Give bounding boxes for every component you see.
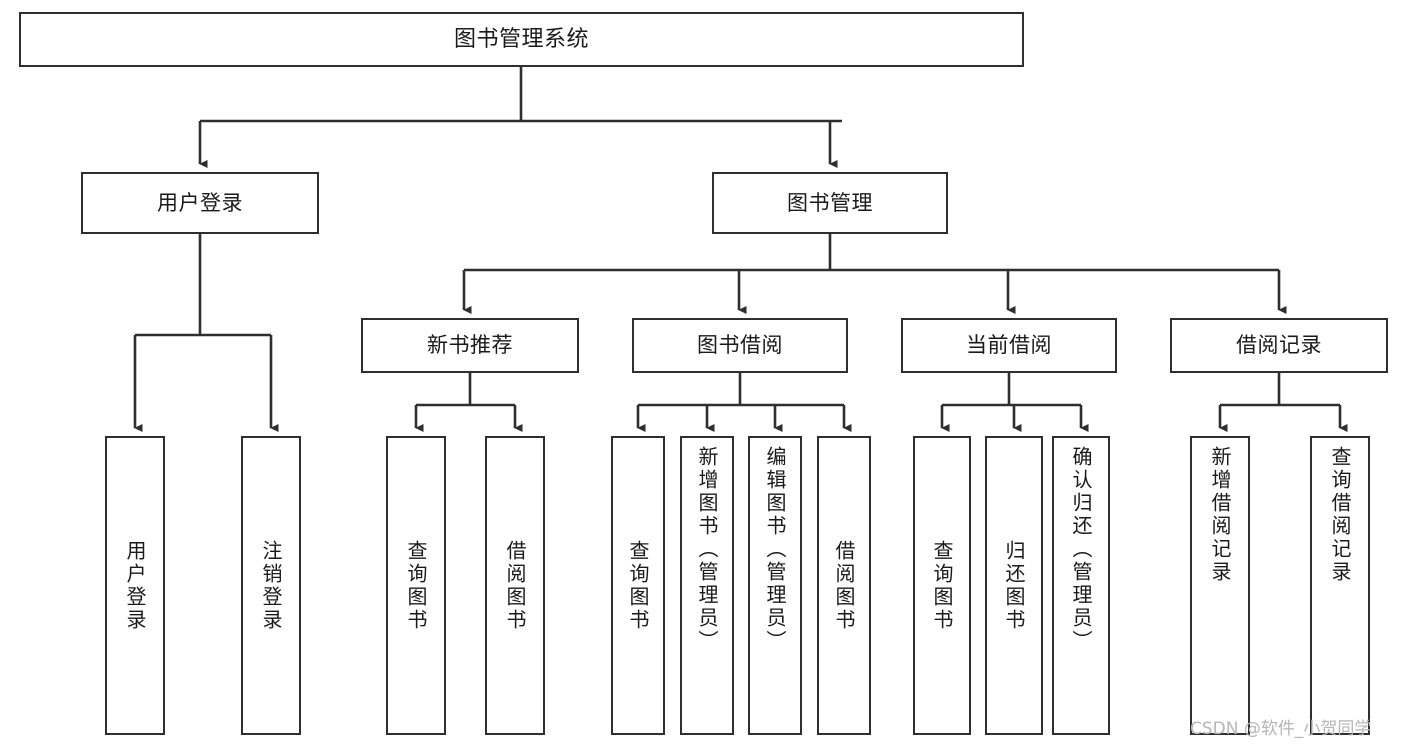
node-current-borrow-label: 当前借阅	[966, 333, 1052, 358]
node-leaf-query-book-2[interactable]: 查询图书	[611, 436, 665, 735]
node-leaf-user-logout-label: 注销登录	[259, 539, 283, 632]
node-user-login-label: 用户登录	[157, 190, 243, 215]
node-book-manage-label: 图书管理	[787, 190, 873, 215]
node-book-borrow[interactable]: 图书借阅	[632, 318, 848, 373]
node-new-book-recommend-label: 新书推荐	[427, 333, 513, 358]
node-new-book-recommend[interactable]: 新书推荐	[361, 318, 579, 373]
node-leaf-user-login-label: 用户登录	[123, 539, 147, 632]
node-root-label: 图书管理系统	[453, 26, 589, 52]
node-leaf-confirm-return[interactable]: 确认归还（管理员）	[1052, 436, 1110, 735]
node-leaf-add-book[interactable]: 新增图书（管理员）	[680, 436, 734, 735]
node-leaf-borrow-book-1[interactable]: 借阅图书	[485, 436, 545, 735]
node-leaf-query-book-3-label: 查询图书	[930, 539, 954, 632]
node-leaf-query-book-3[interactable]: 查询图书	[913, 436, 971, 735]
node-leaf-confirm-return-label: 确认归还（管理员）	[1069, 446, 1093, 653]
csdn-watermark: CSDN @软件_小贺同学	[1190, 719, 1372, 739]
node-leaf-user-login[interactable]: 用户登录	[105, 436, 165, 735]
node-leaf-query-book-1[interactable]: 查询图书	[386, 436, 446, 735]
node-leaf-add-book-label: 新增图书（管理员）	[695, 446, 719, 653]
node-leaf-borrow-book-1-label: 借阅图书	[503, 539, 527, 632]
node-current-borrow[interactable]: 当前借阅	[901, 318, 1117, 373]
node-leaf-query-book-2-label: 查询图书	[626, 539, 650, 632]
node-leaf-edit-book-label: 编辑图书（管理员）	[763, 446, 787, 653]
node-leaf-borrow-book-2-label: 借阅图书	[832, 539, 856, 632]
node-user-login[interactable]: 用户登录	[81, 172, 319, 234]
node-leaf-add-record-label: 新增借阅记录	[1208, 446, 1232, 584]
node-book-borrow-label: 图书借阅	[697, 333, 783, 358]
node-leaf-edit-book[interactable]: 编辑图书（管理员）	[748, 436, 802, 735]
node-leaf-return-book[interactable]: 归还图书	[985, 436, 1043, 735]
node-leaf-query-record[interactable]: 查询借阅记录	[1310, 436, 1370, 735]
node-leaf-query-record-label: 查询借阅记录	[1328, 446, 1352, 584]
node-book-manage[interactable]: 图书管理	[712, 172, 948, 234]
node-leaf-borrow-book-2[interactable]: 借阅图书	[817, 436, 871, 735]
node-leaf-user-logout[interactable]: 注销登录	[241, 436, 301, 735]
node-leaf-add-record[interactable]: 新增借阅记录	[1190, 436, 1250, 735]
node-borrow-record[interactable]: 借阅记录	[1170, 318, 1388, 373]
node-root[interactable]: 图书管理系统	[19, 12, 1024, 67]
node-leaf-query-book-1-label: 查询图书	[404, 539, 428, 632]
node-leaf-return-book-label: 归还图书	[1002, 539, 1026, 632]
node-borrow-record-label: 借阅记录	[1236, 333, 1322, 358]
